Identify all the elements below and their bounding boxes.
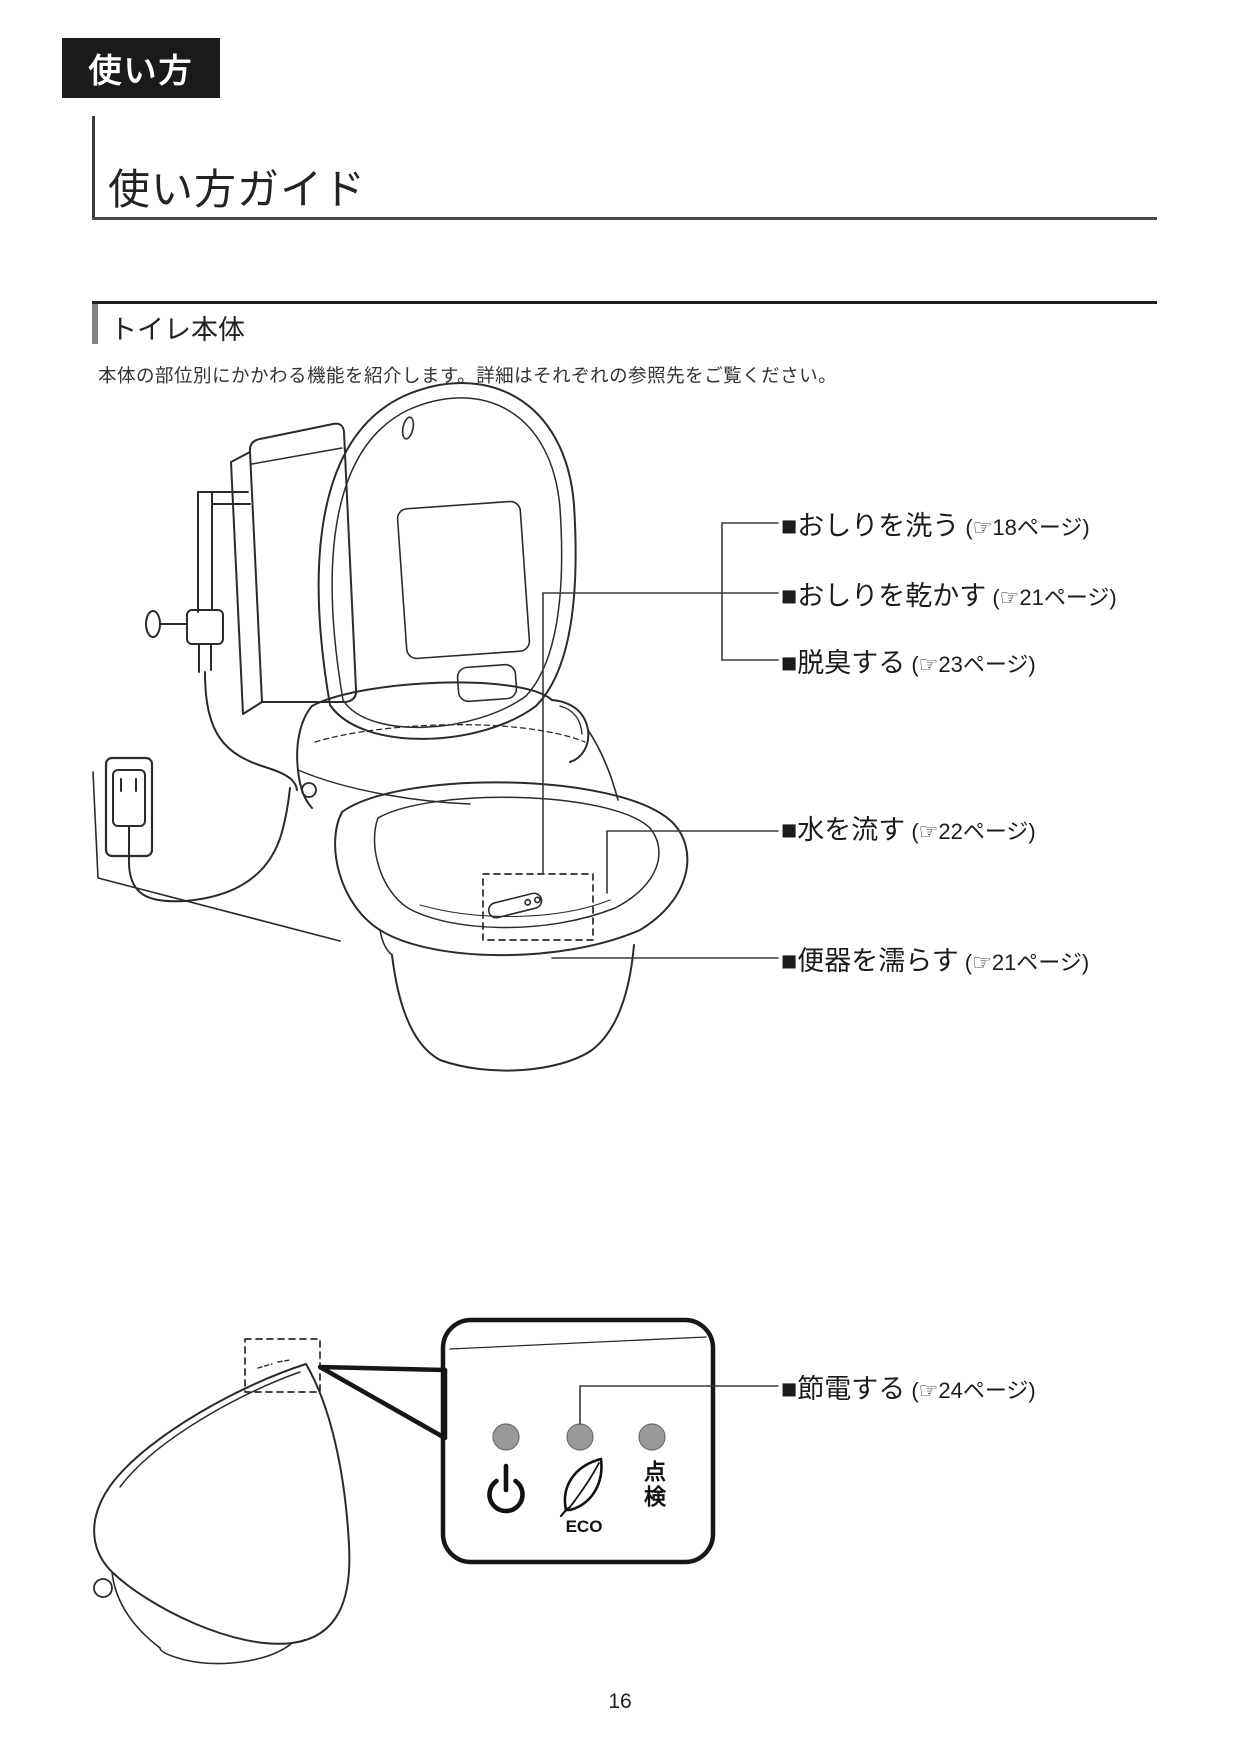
page-title: 使い方ガイド	[108, 166, 367, 213]
lid-recess	[396, 500, 531, 703]
wall-floor-line	[92, 771, 341, 942]
wash-dry-deodorize-bracket	[542, 522, 779, 875]
callout-deodorize-label: ■脱臭する	[781, 648, 906, 678]
power-cord	[128, 787, 291, 903]
inspection-label: 点検	[641, 1460, 666, 1510]
section-heading: トイレ本体	[110, 315, 245, 345]
callout-energy-save-ref: (☞24ページ)	[911, 1378, 1036, 1403]
callout-dry-ref: (☞21ページ)	[992, 585, 1117, 610]
page-number: 16	[608, 1690, 632, 1713]
water-pipe	[197, 491, 251, 673]
intro-text: 本体の部位別にかかわる機能を紹介します。詳細はそれぞれの参照先をご覧ください。	[98, 365, 838, 386]
check-led	[638, 1423, 666, 1451]
callout-wet-bowl: ■便器を濡らす (☞21ページ)	[781, 939, 1089, 978]
callout-flush-ref: (☞22ページ)	[911, 819, 1036, 844]
shutoff-valve	[145, 609, 224, 645]
nozzle-dashed-box	[482, 873, 594, 941]
title-underline	[92, 217, 1157, 220]
panel-surface-line	[449, 1336, 707, 1350]
callout-dry-label: ■おしりを乾かす	[781, 581, 987, 611]
toilet-pedestal	[379, 929, 635, 1072]
eco-label: ECO	[565, 1517, 603, 1536]
energy-leader-line	[579, 1385, 779, 1425]
toilet-bowl	[334, 781, 689, 957]
category-badge: 使い方	[62, 38, 220, 98]
callout-dry: ■おしりを乾かす (☞21ページ)	[781, 574, 1117, 613]
flush-leader-line	[606, 830, 779, 894]
toilet-lid-open	[317, 382, 577, 740]
seat-hinge	[551, 699, 590, 763]
side-bolt	[301, 782, 317, 798]
power-led	[492, 1423, 520, 1451]
power-plug	[112, 769, 146, 827]
callout-deodorize-ref: (☞23ページ)	[911, 652, 1036, 677]
callout-wash: ■おしりを洗う (☞18ページ)	[781, 504, 1090, 543]
title-left-rule	[92, 116, 95, 218]
seat-unit-side-view	[93, 1359, 351, 1665]
callout-flush: ■水を流す (☞22ページ)	[781, 808, 1036, 847]
section-top-rule	[92, 301, 1157, 304]
eco-leaf-icon	[559, 1457, 603, 1518]
seat-bolt	[93, 1578, 113, 1598]
category-badge-label: 使い方	[88, 52, 194, 89]
nozzle	[487, 892, 543, 919]
eco-led	[566, 1423, 594, 1451]
panel-leds	[492, 1423, 666, 1451]
supply-hose	[204, 671, 298, 791]
control-panel-box	[440, 1317, 716, 1565]
callout-energy-save-label: ■節電する	[781, 1374, 906, 1404]
lid-hinge-slot	[401, 416, 415, 440]
callout-deodorize: ■脱臭する (☞23ページ)	[781, 641, 1036, 680]
toilet-illustration	[92, 382, 689, 1072]
toilet-tank	[230, 422, 358, 715]
callout-wet-bowl-ref: (☞21ページ)	[964, 950, 1090, 975]
callout-energy-save: ■節電する (☞24ページ)	[781, 1367, 1036, 1406]
section-left-bar	[92, 304, 98, 344]
callout-flush-label: ■水を流す	[781, 815, 906, 845]
callout-wash-ref: (☞18ページ)	[965, 515, 1090, 540]
callout-wash-label: ■おしりを洗う	[781, 511, 960, 541]
callout-wet-bowl-label: ■便器を濡らす	[781, 946, 959, 976]
power-icon	[487, 1463, 525, 1514]
magnifier-tail	[317, 1364, 448, 1441]
callout-leader-lines	[542, 522, 779, 959]
